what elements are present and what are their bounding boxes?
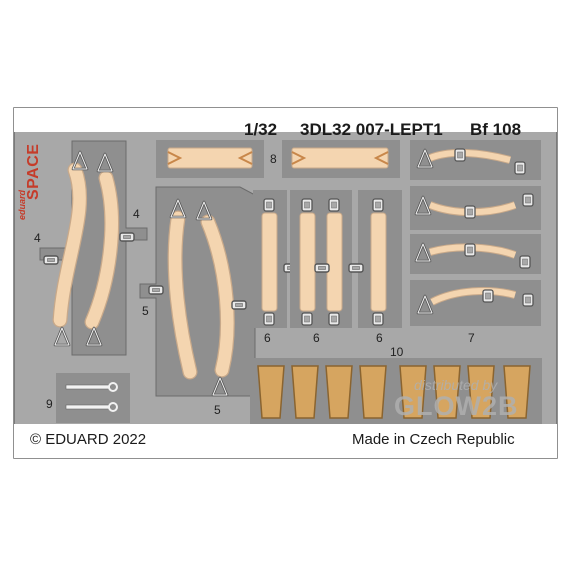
part-5-belt-right xyxy=(195,200,247,397)
part-number-10: 10 xyxy=(390,345,404,359)
seat-plate xyxy=(399,365,427,419)
seat-plate xyxy=(467,365,495,419)
part-4-belt-left xyxy=(43,150,89,347)
seat-plate xyxy=(257,365,285,419)
model-name: Bf 108 xyxy=(470,120,522,139)
copyright: © EDUARD 2022 xyxy=(30,431,147,448)
part-6-frame-c xyxy=(348,190,402,328)
scale-label: 1/32 xyxy=(244,120,278,139)
footer-cutout xyxy=(14,424,557,458)
sheet-code: 3DL32 007-LEPT1 xyxy=(300,120,443,139)
part-number-6c: 6 xyxy=(376,331,383,345)
part-4-belt-right xyxy=(84,152,135,347)
part-number-9: 9 xyxy=(46,397,53,411)
watermark-line-2: GLOW2B xyxy=(394,391,519,421)
seat-plate xyxy=(433,365,461,419)
header-cutout xyxy=(14,108,557,132)
part-number-4a: 4 xyxy=(34,231,41,245)
watermark-line-1: distributed by xyxy=(414,377,498,393)
made-in: Made in Czech Republic xyxy=(352,431,515,448)
part-10-plates xyxy=(257,365,531,419)
part-number-4b: 4 xyxy=(133,207,140,221)
part-number-5b: 5 xyxy=(214,403,221,417)
part-8-left xyxy=(156,140,264,178)
part-5-belt-left xyxy=(148,198,198,380)
part-7-strip-3 xyxy=(410,234,541,274)
seat-plate xyxy=(359,365,387,419)
part-9-frame xyxy=(56,373,130,423)
seat-plate xyxy=(325,365,353,419)
logo-space-text: SPACE xyxy=(25,143,42,200)
part-number-7: 7 xyxy=(468,331,475,345)
part-4-frame xyxy=(39,140,148,356)
part-7-strip-2 xyxy=(410,186,541,230)
part-6-frame-b xyxy=(290,190,352,328)
part-7-strip-1 xyxy=(410,140,541,180)
seat-plate xyxy=(291,365,319,419)
seat-plate xyxy=(503,365,531,419)
part-number-6b: 6 xyxy=(313,331,320,345)
part-8-right xyxy=(282,140,400,178)
part-number-5a: 5 xyxy=(142,304,149,318)
part-7-strip-4 xyxy=(410,280,541,326)
part-number-8: 8 xyxy=(270,152,277,166)
part-6-frame-a xyxy=(253,190,299,328)
part-number-6a: 6 xyxy=(264,331,271,345)
